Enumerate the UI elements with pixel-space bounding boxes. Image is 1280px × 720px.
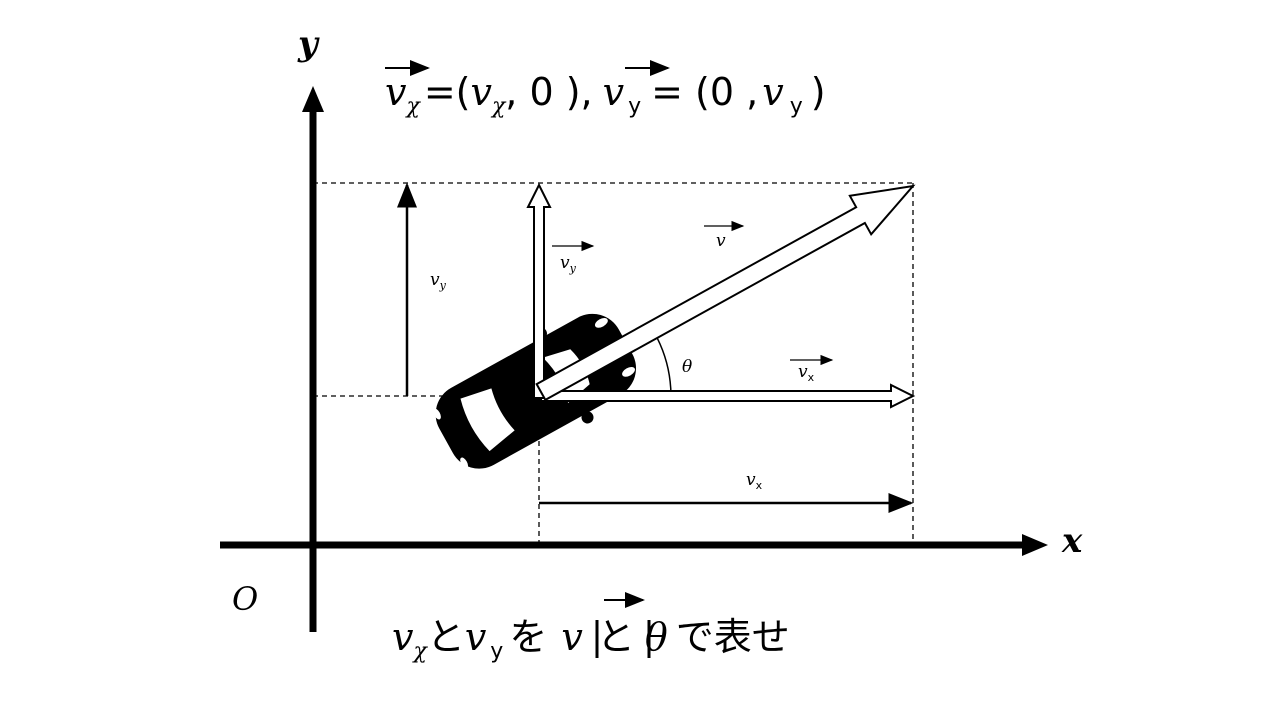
origin-label: O	[232, 580, 258, 618]
vy-vector-arrow	[526, 182, 552, 399]
v-vector-arrow	[535, 184, 916, 402]
vy-dimension-label: vy	[430, 270, 447, 292]
theta-arc	[653, 331, 672, 397]
y-axis-label: y	[297, 24, 320, 64]
vy-vector-label: vy	[560, 253, 577, 275]
v-vector-label: v	[716, 231, 726, 251]
vx-vector-arrow	[540, 383, 916, 409]
vx-vector-label: vx	[798, 362, 815, 384]
vector-arrows	[526, 182, 916, 409]
x-axis-label: x	[1061, 521, 1083, 561]
svg-text:vχ=(vχ, 0 ),vy= (0 ,vy): vχ=(vχ, 0 ),vy= (0 ,vy)	[385, 70, 826, 119]
magnitude-bars	[595, 592, 651, 658]
vx-dimension-label: vx	[746, 470, 763, 492]
axes	[220, 86, 1048, 632]
theta-label: θ	[682, 357, 692, 377]
